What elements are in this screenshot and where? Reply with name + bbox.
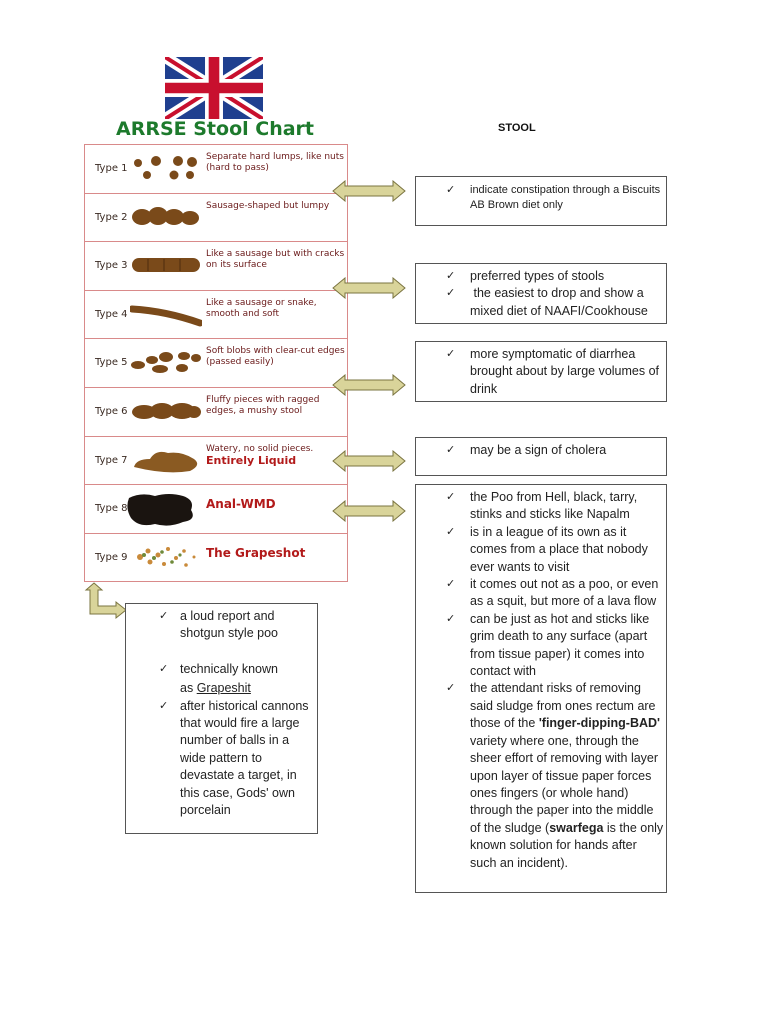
type-label: Type 3 [95, 260, 128, 272]
diarrhea-note-box: ✓more symptomatic of diarrhea brought ab… [415, 341, 667, 402]
checkmark-icon: ✓ [159, 662, 169, 675]
list-item: ✓is in a league of its own as it comes f… [446, 524, 648, 574]
type-description: The Grapeshot [206, 545, 306, 560]
type-description: Separate hard lumps, like nuts (hard to … [206, 152, 344, 173]
type-label: Type 5 [95, 357, 128, 369]
list-item: ✓ the easiest to drop and show a mixed d… [446, 286, 648, 318]
checkmark-icon: ✓ [446, 491, 456, 503]
list-item: ✓may be a sign of cholera [416, 442, 666, 459]
stool-row-type-5: Type 5 Soft blobs with clear-cut edges (… [85, 339, 347, 388]
checkmark-icon: ✓ [446, 287, 456, 300]
checkmark-icon: ✓ [446, 682, 456, 695]
stool-row-type-6: Type 6 Fluffy pieces with ragged edges, … [85, 388, 347, 437]
chart-title: ARRSE Stool Chart [116, 118, 314, 140]
constipation-note-box: ✓indicate constipation through a Biscuit… [415, 176, 667, 226]
checkmark-icon: ✓ [446, 270, 456, 282]
checkmark-icon: ✓ [159, 610, 169, 622]
type-description: Sausage-shaped but lumpy [206, 200, 330, 211]
stool-row-type-3: Type 3 Like a sausage but with cracks on… [85, 242, 347, 291]
union-jack-flag [165, 57, 263, 119]
stool-type-7-icon [134, 451, 198, 472]
checkmark-icon: ✓ [446, 525, 456, 538]
stool-row-type-7: Type 7 Watery, no solid pieces. Entirely… [85, 437, 347, 486]
list-item: ✓more symptomatic of diarrhea brought ab… [446, 347, 660, 396]
grapeshit-term: Grapeshit [196, 681, 251, 696]
stool-type-1-icon [134, 156, 197, 180]
type-description: Watery, no solid pieces. Entirely Liquid [206, 444, 346, 466]
stool-type-5-icon [131, 352, 201, 374]
double-arrow-icon [332, 180, 406, 202]
checkmark-icon: ✓ [446, 612, 456, 625]
type-label: Type 8 [95, 503, 128, 515]
stool-row-type-1: Type 1 Separate hard lumps, like nuts (h… [85, 145, 347, 194]
type-label: Type 4 [95, 308, 128, 320]
preferred-stools-box: ✓preferred types of stools ✓ the easiest… [415, 263, 667, 324]
list-item: ✓can be just as hot and sticks like grim… [446, 611, 650, 679]
stool-type-4-icon [130, 305, 202, 327]
list-item: ✓the Poo from Hell, black, tarry, stinks… [446, 490, 638, 522]
list-item: ✓a loud report and shotgun style poo [159, 609, 278, 641]
double-arrow-icon [332, 277, 406, 299]
stool-type-9-icon [137, 546, 196, 567]
grapeshot-note-box: ✓a loud report and shotgun style poo ✓te… [125, 603, 318, 834]
stool-type-8-icon [127, 494, 193, 526]
type-label: Type 2 [95, 211, 128, 223]
type-description: Fluffy pieces with ragged edges, a mushy… [206, 394, 320, 416]
type-label: Type 1 [95, 163, 128, 174]
anal-wmd-note-box: ✓the Poo from Hell, black, tarry, stinks… [415, 484, 667, 893]
checkmark-icon: ✓ [446, 348, 456, 360]
list-item: ✓preferred types of stools [416, 268, 666, 285]
type-description: Soft blobs with clear-cut edges (passed … [206, 346, 345, 368]
entirely-liquid-label: Entirely Liquid [206, 453, 297, 467]
stool-row-type-4: Type 4 Like a sausage or snake, smooth a… [85, 291, 347, 340]
list-item: ✓it comes out not as a poo, or even as a… [446, 577, 659, 609]
list-item-continuation: as Grapeshit [180, 681, 251, 696]
double-arrow-icon [332, 500, 406, 522]
type-description: Like a sausage but with cracks on its su… [206, 249, 345, 271]
cholera-note-box: ✓may be a sign of cholera [415, 437, 667, 476]
stool-type-2-icon [132, 206, 199, 225]
checkmark-icon: ✓ [446, 184, 456, 196]
checkmark-icon: ✓ [446, 578, 456, 591]
checkmark-icon: ✓ [159, 699, 169, 712]
double-arrow-icon [332, 450, 406, 472]
list-item: ✓technically known [126, 661, 317, 678]
list-item: ✓indicate constipation through a Biscuit… [446, 184, 661, 211]
stool-type-table: Type 1 Separate hard lumps, like nuts (h… [84, 144, 348, 583]
stool-heading: STOOL [498, 122, 536, 134]
type-label: Type 9 [95, 551, 128, 563]
stool-row-type-8: Type 8 Anal-WMD [85, 485, 347, 534]
type-description: Like a sausage or snake, smooth and soft [206, 297, 317, 319]
list-item: ✓after historical cannons that would fir… [159, 698, 309, 818]
checkmark-icon: ✓ [446, 444, 456, 456]
double-arrow-icon [332, 374, 406, 396]
stool-row-type-9: Type 9 The Grapeshot [85, 534, 347, 582]
stool-type-3-icon [132, 258, 200, 273]
list-item: ✓the attendant risks of removing said sl… [446, 681, 664, 870]
type-description: Anal-WMD [206, 497, 276, 512]
stool-type-6-icon [132, 402, 201, 419]
stool-row-type-2: Type 2 Sausage-shaped but lumpy [85, 194, 347, 243]
bent-arrow-icon [84, 582, 127, 620]
type-label: Type 7 [95, 454, 128, 466]
type-label: Type 6 [95, 405, 128, 417]
